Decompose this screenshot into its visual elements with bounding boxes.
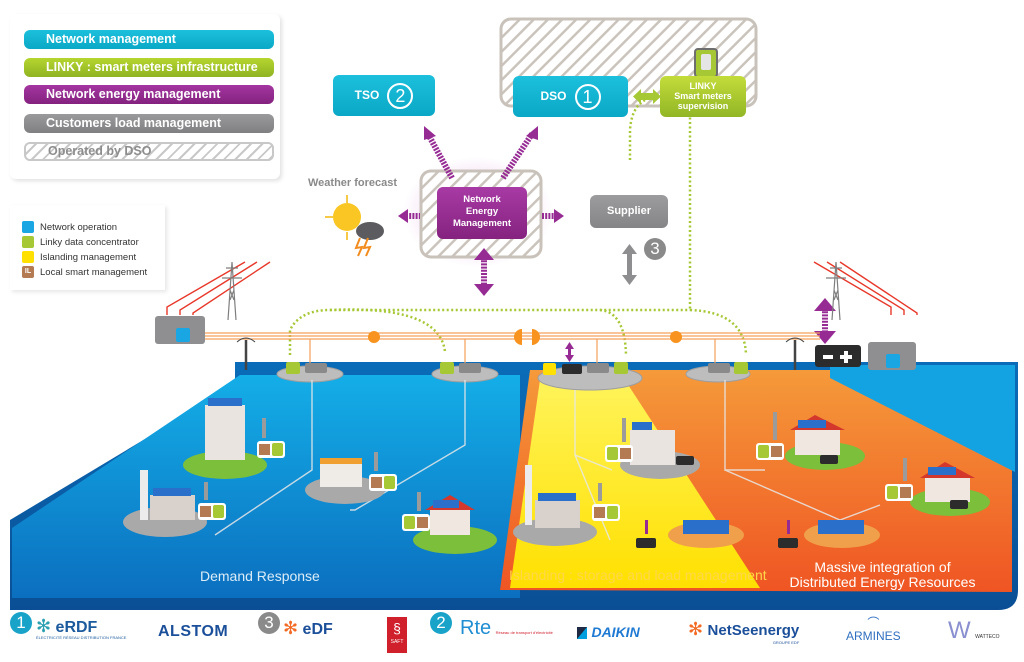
legend-operated-by-dso: Operated by DSO xyxy=(24,142,274,161)
legend-network-operation: Network operation xyxy=(22,221,117,234)
logo-edf: ✻ eDF xyxy=(283,618,333,638)
demand-response-label: Demand Response xyxy=(200,568,320,584)
erdf-number-badge: 1 xyxy=(10,612,32,634)
network-operation-swatch-icon xyxy=(22,221,34,234)
logo-rte: Rte Réseau de transport d'électricité xyxy=(460,617,553,639)
network-zone-right xyxy=(830,365,1015,472)
linky-concentrator-swatch-icon xyxy=(22,236,34,249)
demand-response-zone xyxy=(12,375,520,598)
component-legend: Network operation Linky data concentrato… xyxy=(10,205,165,290)
supplier-node[interactable]: Supplier xyxy=(590,195,668,228)
supplier-number-badge: 3 xyxy=(644,238,666,260)
legend-customers-load-management: Customers load management xyxy=(24,114,274,133)
weather-icon xyxy=(325,195,384,257)
substation-left xyxy=(155,316,205,344)
islanding-swatch-icon xyxy=(22,251,34,264)
saft-s-icon: § xyxy=(393,620,401,636)
il-swatch-icon: IL xyxy=(22,266,34,279)
dso-number-badge: 1 xyxy=(574,83,601,110)
logo-armines: ⌒ ARMINES xyxy=(846,616,901,643)
logo-watteco: W WATTECO xyxy=(948,617,1000,644)
legend-network-management: Network management xyxy=(24,30,274,49)
rte-number-badge: 2 xyxy=(430,612,452,634)
logo-daikin: DAIKIN xyxy=(577,624,640,642)
daikin-triangle-icon xyxy=(577,626,587,639)
logo-netseenergy: ✻ NetSeenergy GROUPE EDF xyxy=(688,619,800,645)
islanding-label: Islanding : storage and load management xyxy=(509,567,767,583)
tso-number-badge: 2 xyxy=(387,82,414,109)
network-energy-management-node[interactable]: Network Energy Management xyxy=(437,187,527,239)
weather-forecast-label: Weather forecast xyxy=(308,177,398,189)
edf-flower-icon: ✻ xyxy=(283,618,299,638)
legend-linky-infrastructure: LINKY : smart meters infrastructure xyxy=(24,58,274,77)
substation-right xyxy=(868,342,916,370)
logo-saft: § SAFT xyxy=(387,617,407,653)
domain-legend: Network management LINKY : smart meters … xyxy=(10,14,280,179)
linky-supervision-node[interactable]: LINKY Smart meters supervision xyxy=(660,76,746,117)
legend-network-energy-management: Network energy management xyxy=(24,85,274,104)
legend-islanding-management: Islanding management xyxy=(22,251,136,264)
netseenergy-flower-icon: ✻ xyxy=(688,619,704,639)
logo-erdf: ✻ eRDF ÉLECTRICITÉ RÉSEAU DISTRIBUTION F… xyxy=(36,616,127,640)
logo-alstom: ALSTOM xyxy=(158,623,229,640)
erdf-flower-icon: ✻ xyxy=(36,616,52,636)
der-label: Massive integration of Distributed Energ… xyxy=(789,559,976,590)
pylon-left xyxy=(222,261,242,321)
linky-meter-icon xyxy=(694,48,718,78)
pylon-right xyxy=(826,261,846,321)
battery-storage-right xyxy=(815,345,861,367)
edf-number-badge: 3 xyxy=(258,612,280,634)
smart-meter-badges xyxy=(198,441,913,531)
legend-linky-concentrator: Linky data concentrator xyxy=(22,236,139,249)
armines-arc-icon: ⌒ xyxy=(867,616,880,630)
watteco-w-icon: W xyxy=(948,617,971,644)
